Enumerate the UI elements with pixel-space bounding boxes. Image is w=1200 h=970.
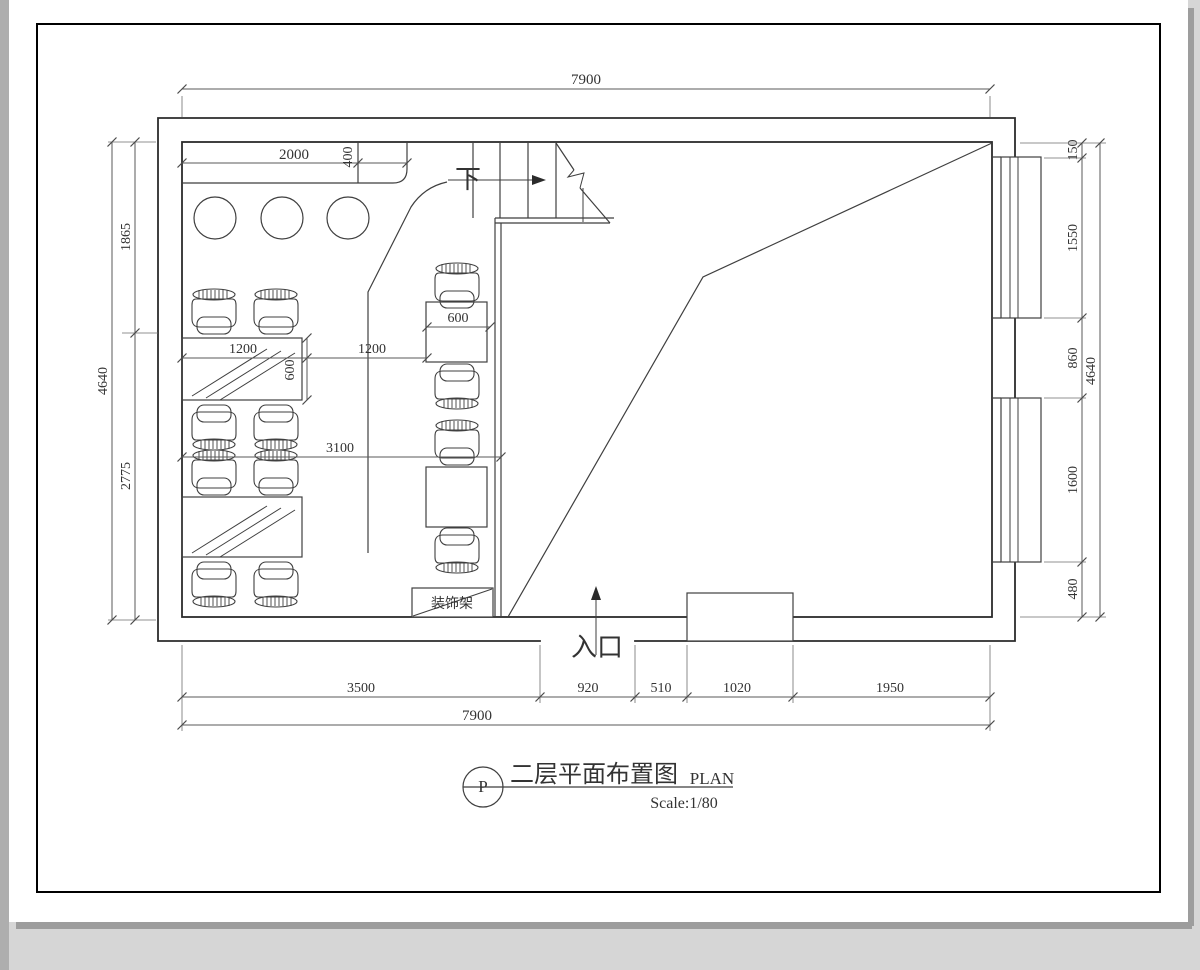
interior-dimensions: 2000 400 1200 1200 600 3100 600 [176,147,507,463]
staircase [448,142,614,224]
dim-right-3: 860 [1066,348,1081,369]
dim-table-depth: 600 [283,360,298,381]
dim-bottom-5: 1950 [876,681,904,696]
dim-counter-return: 400 [341,147,356,168]
dim-table-width: 1200 [229,342,257,357]
left-gutter-shade [0,0,9,970]
dim-counter-length: 2000 [279,147,309,163]
decor-shelf-label: 装饰架 [431,596,473,612]
dim-bottom-1: 3500 [347,681,375,696]
drawing-title-en: PLAN [690,769,734,788]
bay-windows [992,156,1042,563]
stair-void-partition [367,181,502,617]
drawing-title: 二层平面布置图 [510,761,678,788]
dim-booth-table: 600 [448,311,469,326]
plan-symbol-letter: P [478,777,487,796]
sheet-border-frame [36,23,1161,893]
booth-table [425,466,488,528]
dim-left-2: 2775 [119,462,134,490]
bay-window [1000,156,1042,319]
bay-window [1000,397,1042,563]
entrance-arrowhead [591,586,601,600]
bar-counter [176,142,413,240]
exterior-dimensions: 7900 3500 920 510 1020 1950 7900 4640 18… [96,72,1106,731]
dim-aisle: 1200 [358,342,386,357]
title-block: P 二层平面布置图 PLAN Scale:1/80 [462,761,734,812]
dining-table [181,337,303,401]
paper-shadow-bottom [16,920,1192,929]
dim-bottom-total: 7900 [462,708,492,724]
stair-down-label: 下 [455,165,481,194]
paper-shadow-right [1186,8,1194,926]
dim-bottom-3: 510 [651,681,672,696]
bar-stool [326,196,370,240]
booth-table [425,301,488,363]
entrance: 入口 [571,586,794,662]
dim-left-total: 4640 [96,367,111,395]
decor-shelf: 装饰架 [411,587,494,618]
void-slope-outline [507,142,993,618]
dim-right-total: 4640 [1084,357,1099,385]
entrance-label: 入口 [571,633,623,662]
dim-top-total: 7900 [571,72,601,88]
dim-right-2: 1550 [1066,224,1081,252]
dim-bottom-4: 1020 [723,681,751,696]
drawing-scale: Scale:1/80 [650,795,718,812]
bar-stool [260,196,304,240]
entry-planter-box [686,592,794,642]
bar-stool [193,196,237,240]
dim-right-5: 480 [1066,579,1081,600]
dining-area [181,262,488,608]
dim-dining-zone: 3100 [326,441,354,456]
stair-direction-arrowhead [532,175,546,185]
dim-right-1: 150 [1066,140,1081,161]
dim-bottom-2: 920 [578,681,599,696]
dim-left-1: 1865 [119,223,134,251]
dim-right-4: 1600 [1066,466,1081,494]
dining-table [181,496,303,558]
